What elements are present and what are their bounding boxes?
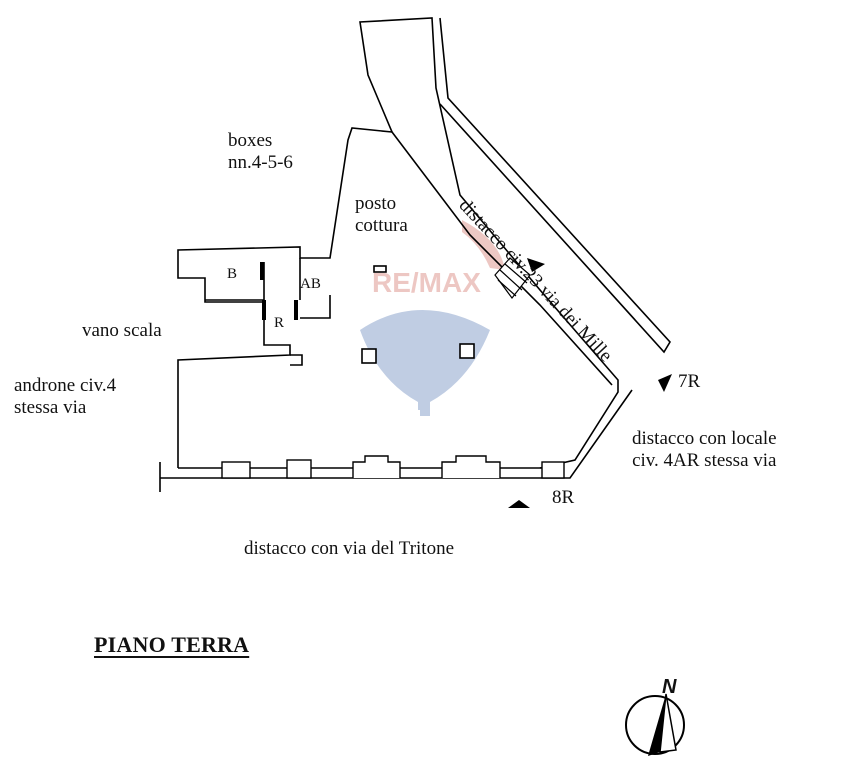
label-vano-scala: vano scala: [82, 320, 162, 341]
room-r-label: R: [274, 315, 285, 331]
bottom-windows: [221, 455, 565, 479]
svg-text:RE/MAX: RE/MAX: [372, 267, 481, 298]
entry-markers: [508, 258, 672, 508]
compass-icon: [625, 693, 685, 756]
building-outline: [159, 17, 671, 492]
staircase: [494, 257, 531, 299]
marker-8r-label: 8R: [552, 487, 575, 508]
remax-watermark: RE/MAX: [360, 220, 505, 416]
room-ab-label: AB: [300, 276, 321, 292]
marker-7r-label: 7R: [678, 371, 701, 392]
plan-title: PIANO TERRA: [94, 632, 250, 657]
wall-marks: [260, 262, 298, 320]
compass-north-label: N: [662, 676, 677, 698]
label-distacco-tritone: distacco con via del Tritone: [244, 538, 455, 559]
pillars: [361, 265, 475, 364]
room-b-label: B: [227, 266, 238, 282]
